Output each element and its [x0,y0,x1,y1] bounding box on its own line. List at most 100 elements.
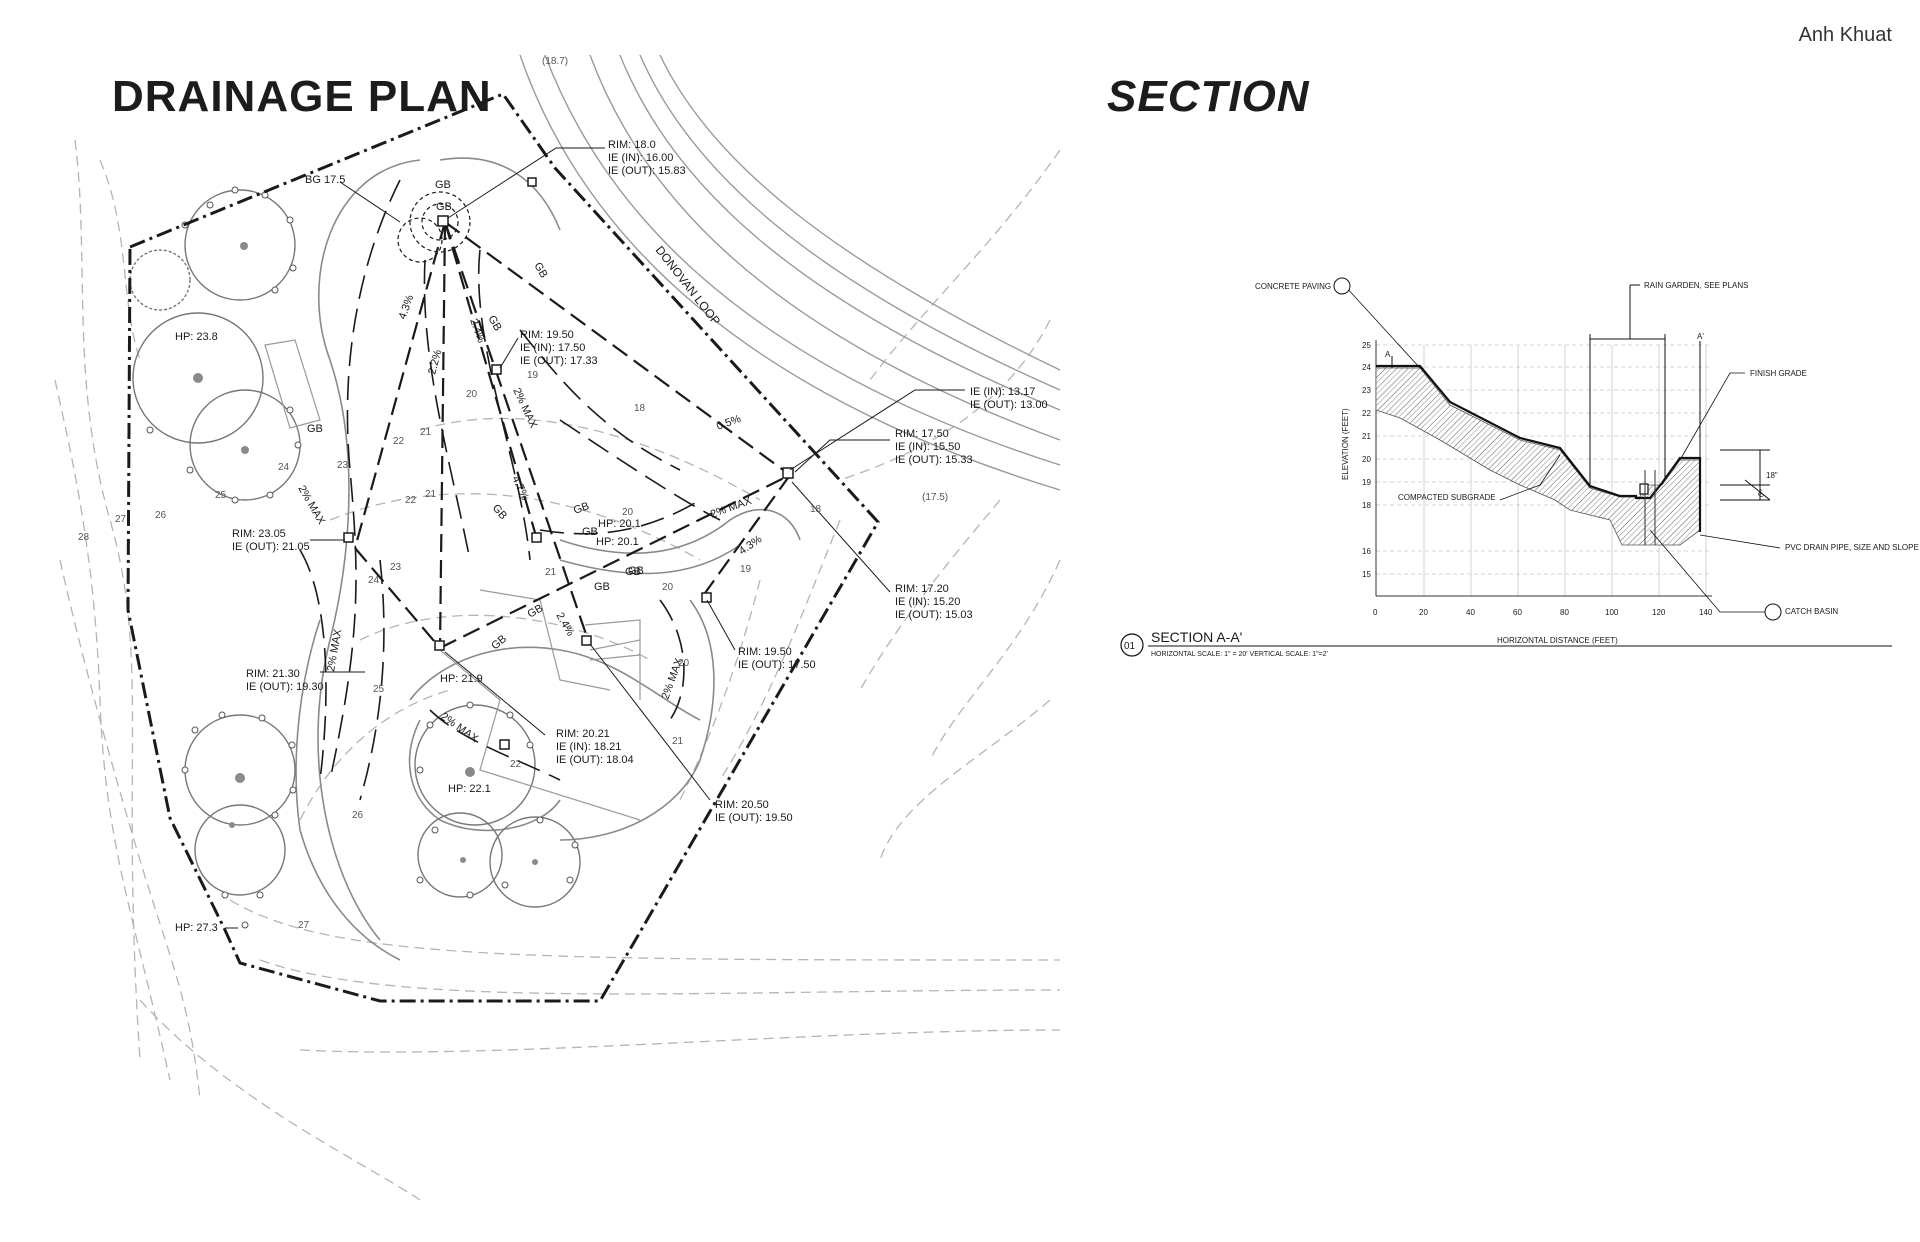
site-path [295,157,801,961]
callout-rim-21-30: RIM: 21.30 IE (OUT): 19.30 [246,668,324,693]
svg-text:GB: GB [625,566,641,578]
svg-text:GB: GB [526,602,546,620]
svg-text:RIM: 20.21: RIM: 20.21 [556,728,610,740]
svg-text:IE (IN): 17.50: IE (IN): 17.50 [520,342,585,354]
svg-text:21: 21 [425,489,437,500]
svg-text:IE (IN): 13.17: IE (IN): 13.17 [970,386,1035,398]
section-title: SECTION [1107,72,1310,121]
svg-text:20: 20 [622,507,634,518]
svg-text:20: 20 [662,582,674,593]
svg-text:23: 23 [390,562,402,573]
svg-text:GB: GB [531,261,549,281]
svg-text:IE (OUT): 18.04: IE (OUT): 18.04 [556,754,634,766]
structures [264,339,641,821]
svg-text:4.3%: 4.3% [397,293,417,321]
svg-text:IE (OUT): 13.00: IE (OUT): 13.00 [970,399,1048,411]
svg-text:IE (OUT): 15.03: IE (OUT): 15.03 [895,609,973,621]
callout-rim-17-20: RIM: 17.20 IE (IN): 15.20 IE (OUT): 15.0… [895,583,973,621]
author-name: Anh Khuat [1798,24,1892,46]
svg-text:20: 20 [678,658,690,669]
svg-text:24: 24 [368,575,380,586]
svg-text:IE (OUT): 17.33: IE (OUT): 17.33 [520,355,598,367]
svg-text:4.3%: 4.3% [737,533,765,557]
svg-text:26: 26 [352,810,364,821]
svg-text:25: 25 [373,684,385,695]
svg-text:26: 26 [155,510,167,521]
svg-text:GB: GB [307,423,323,435]
svg-text:24: 24 [278,462,290,473]
svg-text:GB: GB [485,314,503,334]
svg-text:18: 18 [634,403,646,414]
svg-text:23: 23 [337,460,349,471]
hp-label: HP: 20.1 [596,536,639,548]
svg-text:4.7%: 4.7% [509,474,531,502]
svg-text:IE (IN): 16.00: IE (IN): 16.00 [608,152,673,164]
svg-text:IE (OUT): 15.33: IE (OUT): 15.33 [895,454,973,466]
svg-text:22: 22 [393,436,405,447]
hp-label: HP: 20.1 [598,518,641,530]
svg-text:22: 22 [510,759,522,770]
svg-text:2% MAX: 2% MAX [295,484,327,528]
bg-label: BG 17.5 [305,174,345,186]
svg-text:RIM: 20.50: RIM: 20.50 [715,799,769,811]
callout-rim-19-50-b: RIM: 19.50 IE (OUT): 17.50 [738,646,816,671]
svg-text:27: 27 [115,514,127,525]
svg-text:GB: GB [435,179,451,191]
svg-text:RIM: 19.50: RIM: 19.50 [738,646,792,658]
svg-text:18: 18 [810,504,822,515]
svg-text:RIM: 18.0: RIM: 18.0 [608,139,656,151]
road-elev-label: (17.5) [922,492,948,503]
drain-lines [353,221,791,649]
svg-text:19: 19 [740,564,752,575]
callout-rim-19-50-a: RIM: 19.50 IE (IN): 17.50 IE (OUT): 17.3… [520,329,598,367]
contour-labels: 18 18 19 19 20 20 20 20 21 21 21 21 22 2… [78,370,822,931]
plan-title: DRAINAGE PLAN [112,72,492,121]
svg-text:IE (IN): 18.21: IE (IN): 18.21 [556,741,621,753]
svg-text:GB: GB [594,581,610,593]
svg-text:RIM: 17.50: RIM: 17.50 [895,428,949,440]
svg-text:27: 27 [298,920,310,931]
callout-rim-20-50: RIM: 20.50 IE (OUT): 19.50 [715,799,793,824]
drain-inlets [343,177,794,750]
tree-trunks [193,242,538,865]
svg-text:GB: GB [490,502,509,522]
leader-lines [225,147,965,929]
svg-text:28: 28 [78,532,90,543]
svg-text:RIM: 21.30: RIM: 21.30 [246,668,300,680]
svg-text:2.2%: 2.2% [426,348,444,376]
svg-text:RIM: 19.50: RIM: 19.50 [520,329,574,341]
svg-text:GB: GB [572,500,591,517]
hp-label: HP: 21.9 [440,673,483,685]
svg-text:22: 22 [405,495,417,506]
gb-rings [397,191,471,263]
svg-text:RIM: 17.20: RIM: 17.20 [895,583,949,595]
svg-text:21: 21 [420,427,432,438]
svg-text:2% MAX: 2% MAX [325,628,344,673]
road-donovan-loop [519,54,1061,491]
svg-text:IE (OUT): 17.50: IE (OUT): 17.50 [738,659,816,671]
tree-nodes [146,186,579,929]
property-boundary [126,92,880,1003]
callout-ie-13-17: IE (IN): 13.17 IE (OUT): 13.00 [970,386,1048,411]
svg-text:2.4%: 2.4% [467,317,487,345]
svg-text:GB: GB [436,201,452,213]
hp-label: HP: 23.8 [175,331,218,343]
road-contour-label: (18.7) [542,56,568,67]
svg-text:RIM: 23.05: RIM: 23.05 [232,528,286,540]
gb-labels: GB GB GB GB GB GB GB GB GB GB GB GB GB [307,179,644,652]
callout-rim-20-21: RIM: 20.21 IE (IN): 18.21 IE (OUT): 18.0… [556,728,634,766]
svg-text:2% MAX: 2% MAX [438,711,480,746]
svg-text:2% MAX: 2% MAX [709,495,754,521]
svg-text:IE (IN): 15.50: IE (IN): 15.50 [895,441,960,453]
svg-text:20: 20 [466,389,478,400]
svg-text:IE (OUT): 21.05: IE (OUT): 21.05 [232,541,310,553]
grading-strokes [299,179,721,801]
trees [129,189,581,908]
hp-label: HP: 27.3 [175,922,218,934]
svg-text:IE (OUT): 19.30: IE (OUT): 19.30 [246,681,324,693]
callout-rim-18: RIM: 18.0 IE (IN): 16.00 IE (OUT): 15.83 [608,139,686,177]
svg-text:IE (OUT): 15.83: IE (OUT): 15.83 [608,165,686,177]
svg-text:21: 21 [672,736,684,747]
svg-text:21: 21 [545,567,557,578]
